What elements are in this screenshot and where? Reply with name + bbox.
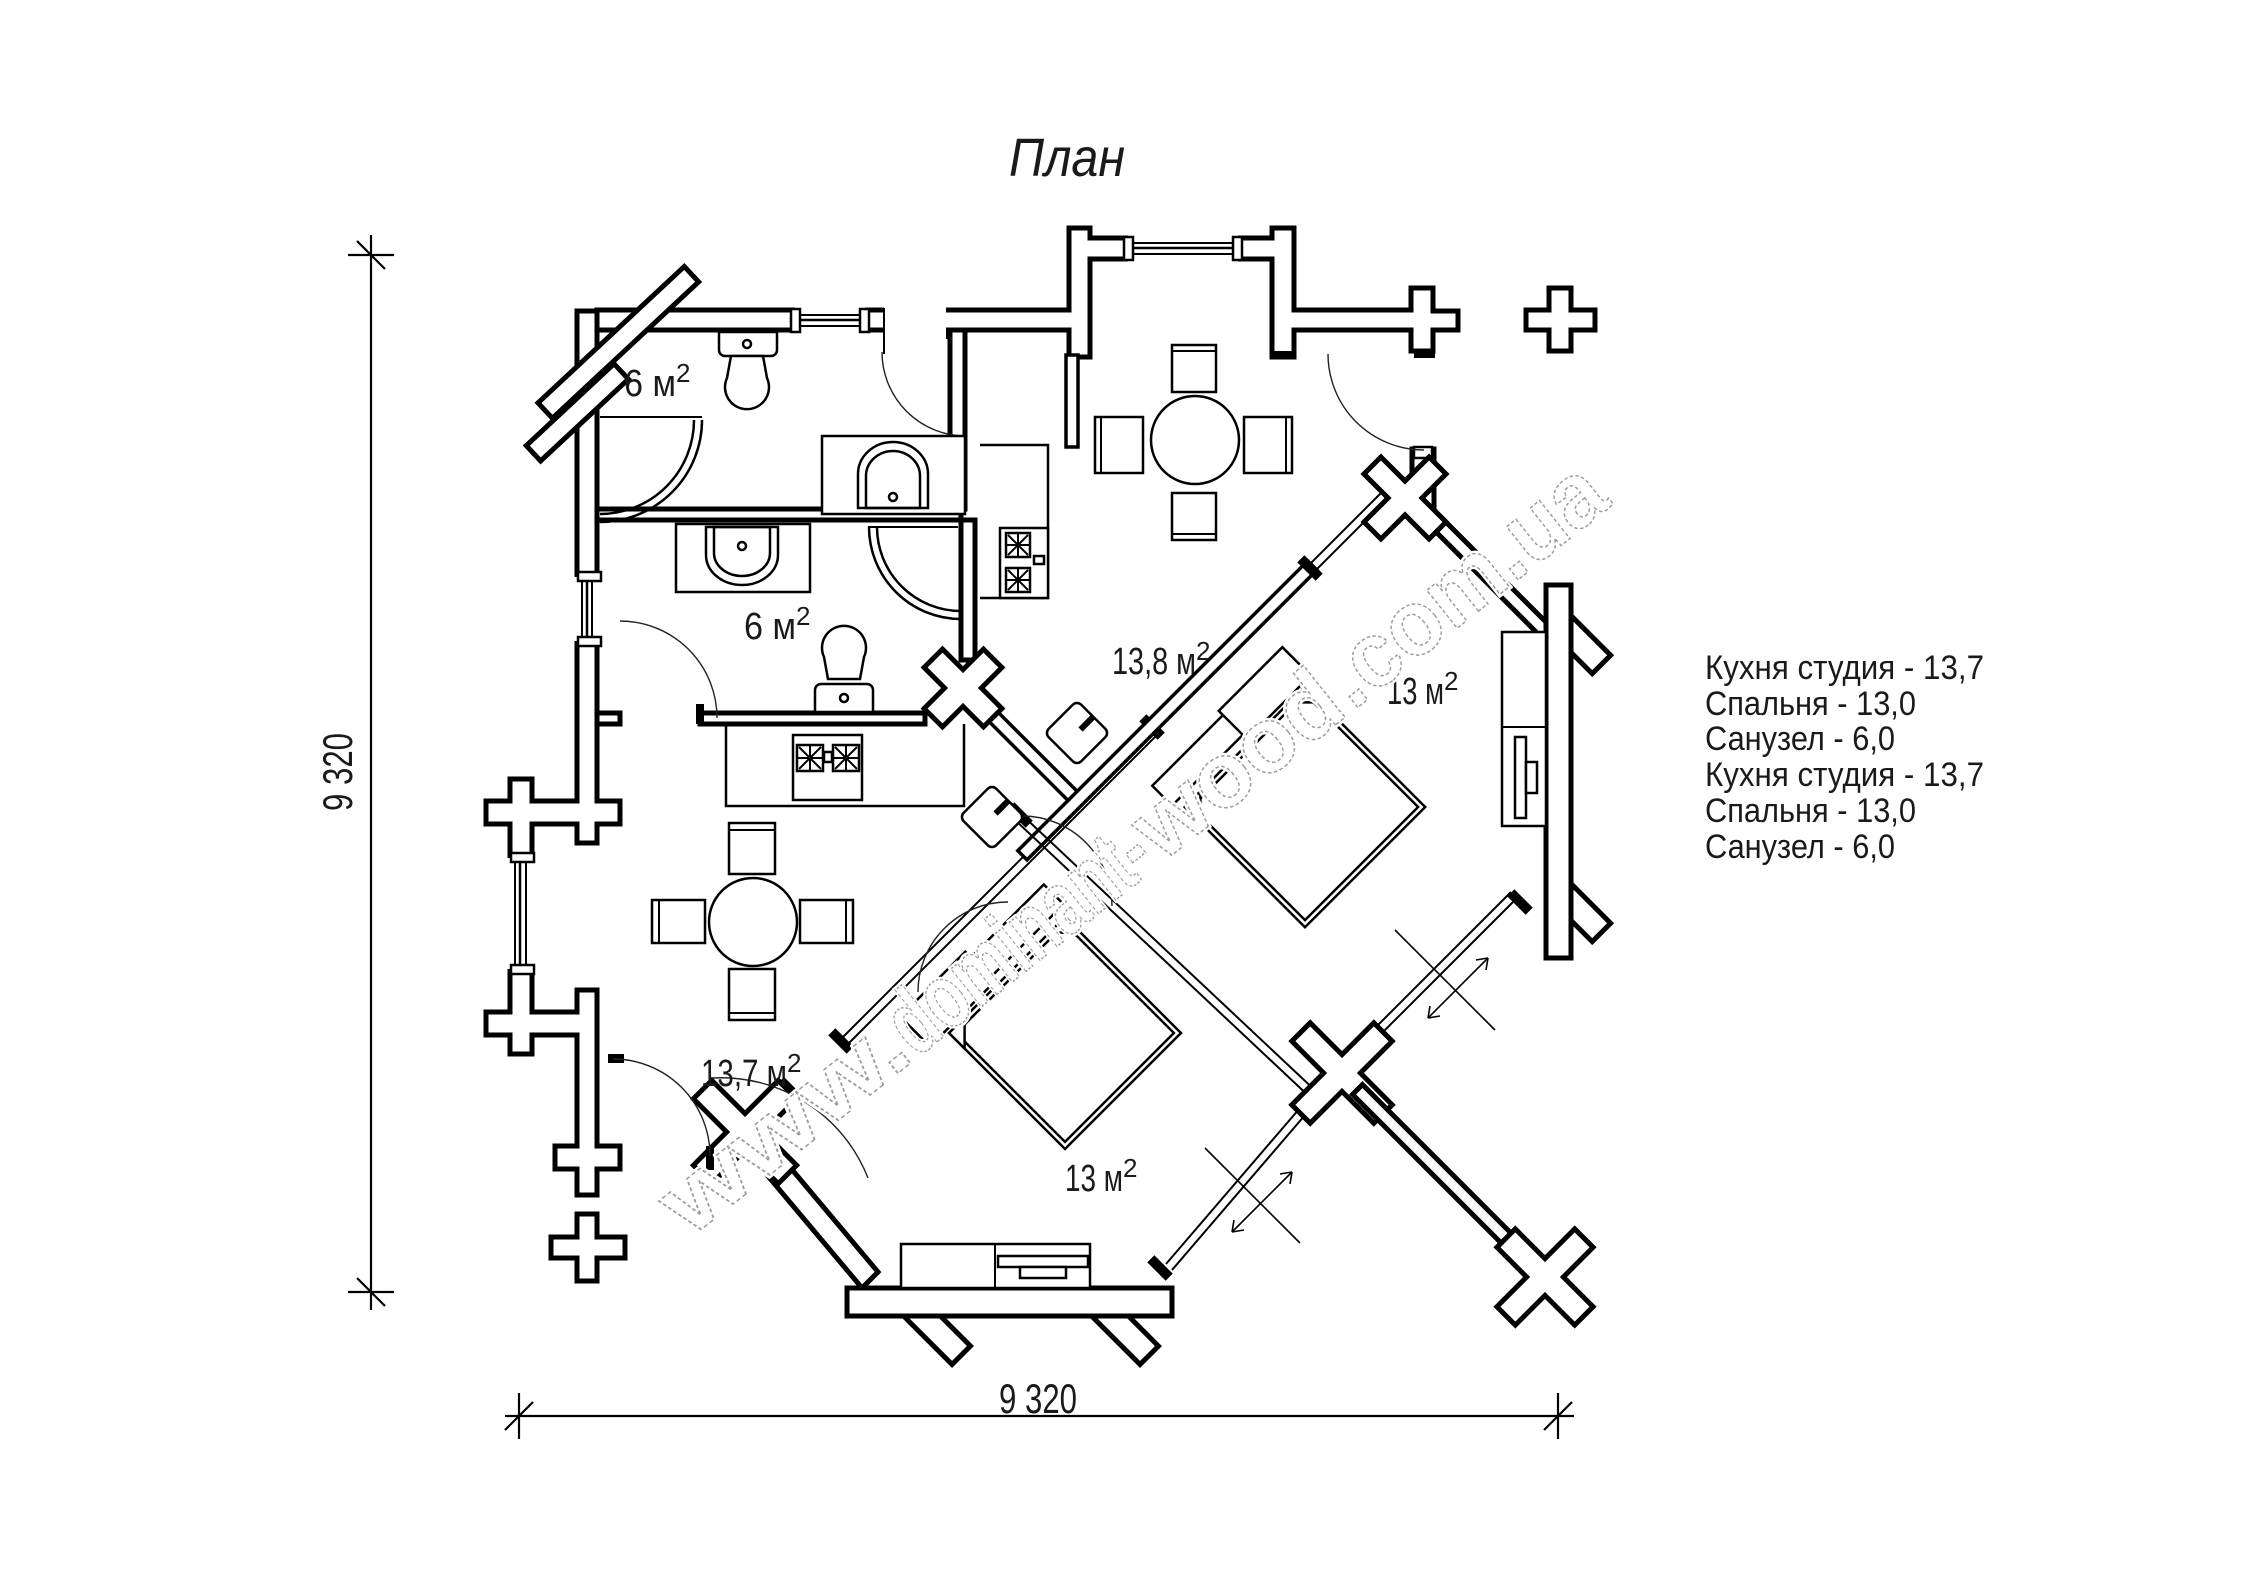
svg-text:6 м2: 6 м2 bbox=[744, 601, 810, 648]
svg-text:Санузел - 6,0: Санузел - 6,0 bbox=[1705, 828, 1895, 866]
svg-text:Кухня студия - 13,7: Кухня студия - 13,7 bbox=[1705, 756, 1984, 794]
svg-text:13,8 м2: 13,8 м2 bbox=[1112, 636, 1210, 683]
svg-text:6 м2: 6 м2 bbox=[624, 358, 690, 405]
svg-text:Санузел - 6,0: Санузел - 6,0 bbox=[1705, 720, 1895, 758]
svg-text:Спальня - 13,0: Спальня - 13,0 bbox=[1705, 685, 1916, 723]
svg-text:13 м2: 13 м2 bbox=[1387, 666, 1458, 713]
svg-text:Кухня студия - 13,7: Кухня студия - 13,7 bbox=[1705, 649, 1984, 687]
svg-text:13,7 м2: 13,7 м2 bbox=[701, 1048, 801, 1095]
svg-text:План: План bbox=[1009, 128, 1125, 188]
svg-text:Спальня - 13,0: Спальня - 13,0 bbox=[1705, 792, 1916, 830]
svg-text:13 м2: 13 м2 bbox=[1065, 1153, 1137, 1200]
svg-text:9 320: 9 320 bbox=[999, 1375, 1077, 1422]
svg-text:9 320: 9 320 bbox=[314, 733, 361, 811]
